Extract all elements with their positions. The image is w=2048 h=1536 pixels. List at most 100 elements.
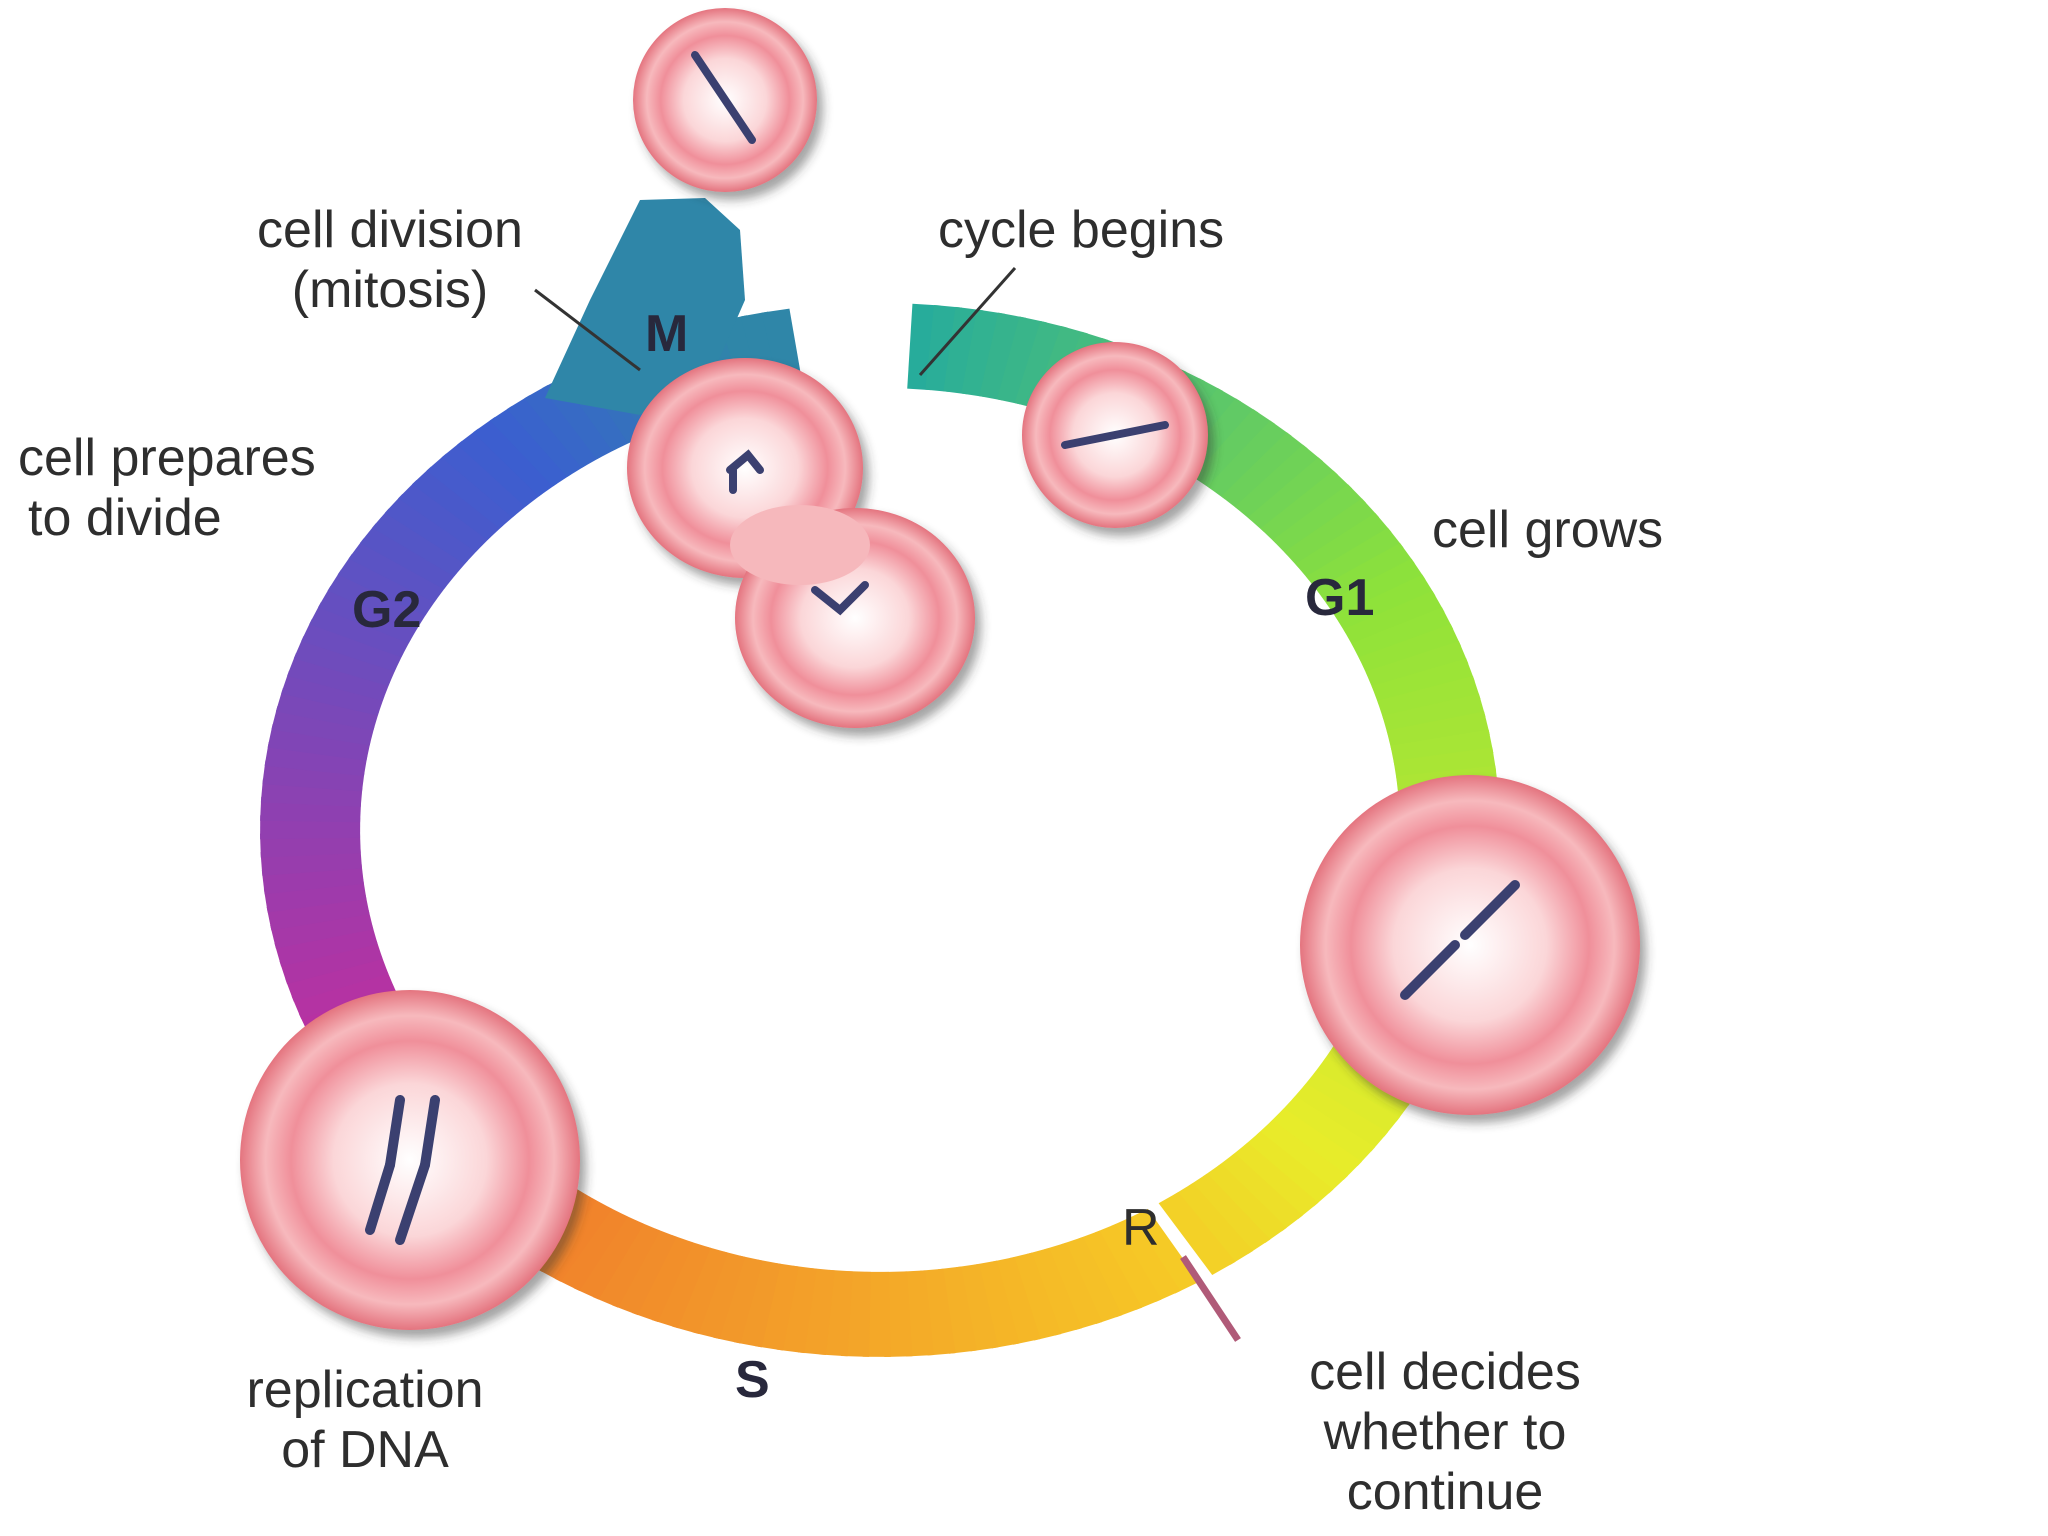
ring-segment xyxy=(337,553,438,616)
phase-label-m: M xyxy=(645,305,689,363)
cell-prepares-label: cell prepares to divide xyxy=(18,429,316,547)
replication-label: replication of DNA xyxy=(246,1361,484,1479)
ring-segment xyxy=(1302,1070,1400,1137)
ring-segment xyxy=(883,1271,913,1357)
ring-segment xyxy=(524,385,602,468)
replicated-dna-cell xyxy=(240,990,580,1330)
ring-segment xyxy=(1325,558,1426,620)
ring-segment xyxy=(651,1240,711,1329)
ring-segment xyxy=(1272,484,1366,556)
ring-segment xyxy=(1256,1119,1348,1194)
g1-late-cell xyxy=(1300,775,1640,1115)
ring-segment xyxy=(1382,693,1486,736)
ring-segment xyxy=(1247,457,1338,532)
ring-segment xyxy=(996,316,1047,405)
ring-segment xyxy=(260,833,361,858)
ring-segment xyxy=(1386,711,1490,751)
ring-segment xyxy=(1313,1057,1412,1122)
ring-segment xyxy=(1260,470,1353,544)
ring-segment xyxy=(1202,1163,1287,1244)
ring-segment xyxy=(1365,641,1469,691)
ring-segment xyxy=(734,1259,781,1348)
ring-segment xyxy=(301,619,404,672)
ring-segment xyxy=(1390,729,1494,766)
ring-segment xyxy=(1268,1108,1362,1180)
ring-segment xyxy=(1026,1247,1082,1336)
ring-segment xyxy=(612,1228,677,1316)
ring-segment xyxy=(1207,420,1292,500)
phase-label-g2: G2 xyxy=(352,581,422,639)
ring-segment xyxy=(270,909,374,949)
ring-segment xyxy=(309,602,412,658)
ring-segment xyxy=(1173,1182,1254,1265)
ring-segment xyxy=(293,635,397,687)
ring-segment xyxy=(1094,1223,1162,1310)
ring-segment xyxy=(1217,1153,1303,1232)
ring-segment xyxy=(489,405,572,487)
dividing-cell xyxy=(627,358,975,728)
ring-segment xyxy=(573,1214,644,1300)
ring-segment xyxy=(943,306,984,395)
ring-segment xyxy=(1280,1096,1376,1166)
ring-segment xyxy=(1371,658,1475,706)
cell-division-label: cell division (mitosis) xyxy=(257,201,523,319)
ring-segment xyxy=(506,395,587,478)
g1-early-cell xyxy=(1022,342,1208,528)
ring-segment xyxy=(457,428,543,507)
ring-segment xyxy=(1305,527,1404,594)
phase-label-g1: G1 xyxy=(1305,569,1375,627)
restriction-point-marker xyxy=(1180,1255,1241,1342)
ring-segment xyxy=(979,312,1026,401)
ring-segment xyxy=(1358,624,1462,676)
ring-segment xyxy=(955,1263,999,1352)
ring-segment xyxy=(1291,1083,1388,1152)
ring-segment xyxy=(1044,1242,1103,1331)
ring-segment xyxy=(398,480,492,552)
ring-segment xyxy=(536,1198,613,1282)
ring-segment xyxy=(1234,444,1323,521)
cycle-begins-pointer-line xyxy=(918,267,1017,376)
ring-segment xyxy=(1188,1173,1271,1255)
ring-segment xyxy=(1158,1192,1236,1275)
ring-segment xyxy=(755,1262,799,1351)
ring-segment xyxy=(412,466,504,541)
ring-segment xyxy=(672,1246,728,1334)
ring-segment xyxy=(1111,1216,1181,1303)
ring-segment xyxy=(372,508,469,577)
ring-segment xyxy=(1014,320,1068,409)
ring-segment xyxy=(327,569,428,630)
ring-segment xyxy=(1377,675,1481,721)
ring-segment xyxy=(1127,1208,1200,1294)
ring-segment xyxy=(555,1206,628,1291)
ring-segment xyxy=(631,1235,694,1322)
ring-segment xyxy=(266,894,370,931)
m-phase-stem xyxy=(545,198,745,415)
ring-segment xyxy=(384,494,480,564)
ring-segment xyxy=(1343,590,1445,648)
ring-segment xyxy=(318,585,420,644)
mitosis-pointer-line xyxy=(534,288,641,372)
ring-segment xyxy=(287,653,391,701)
ring-segment xyxy=(592,1221,661,1308)
ring-segment xyxy=(1061,1236,1123,1324)
ring-segment xyxy=(1192,409,1276,490)
cell-grows-label: cell grows xyxy=(1432,501,1664,559)
ring-segment xyxy=(473,416,558,497)
ring-segment xyxy=(1351,607,1454,662)
restriction-point-label: R xyxy=(1122,1199,1160,1257)
ring-segment xyxy=(267,724,371,761)
ring-segment xyxy=(1078,1230,1143,1318)
phase-label-s: S xyxy=(735,1351,770,1409)
ring-segment xyxy=(1243,1131,1334,1207)
ring-segment xyxy=(1221,432,1308,510)
ring-segment xyxy=(991,1256,1041,1345)
ring-segment xyxy=(1009,1252,1062,1341)
cell-decides-label: cell decides whether to continue xyxy=(1309,1343,1581,1521)
ring-segment xyxy=(1284,498,1380,568)
ring-segment xyxy=(271,706,375,746)
ring-segment xyxy=(1230,1142,1319,1220)
ring-segment xyxy=(281,670,385,716)
ring-segment xyxy=(973,1260,1020,1349)
ring-segment xyxy=(274,924,378,967)
